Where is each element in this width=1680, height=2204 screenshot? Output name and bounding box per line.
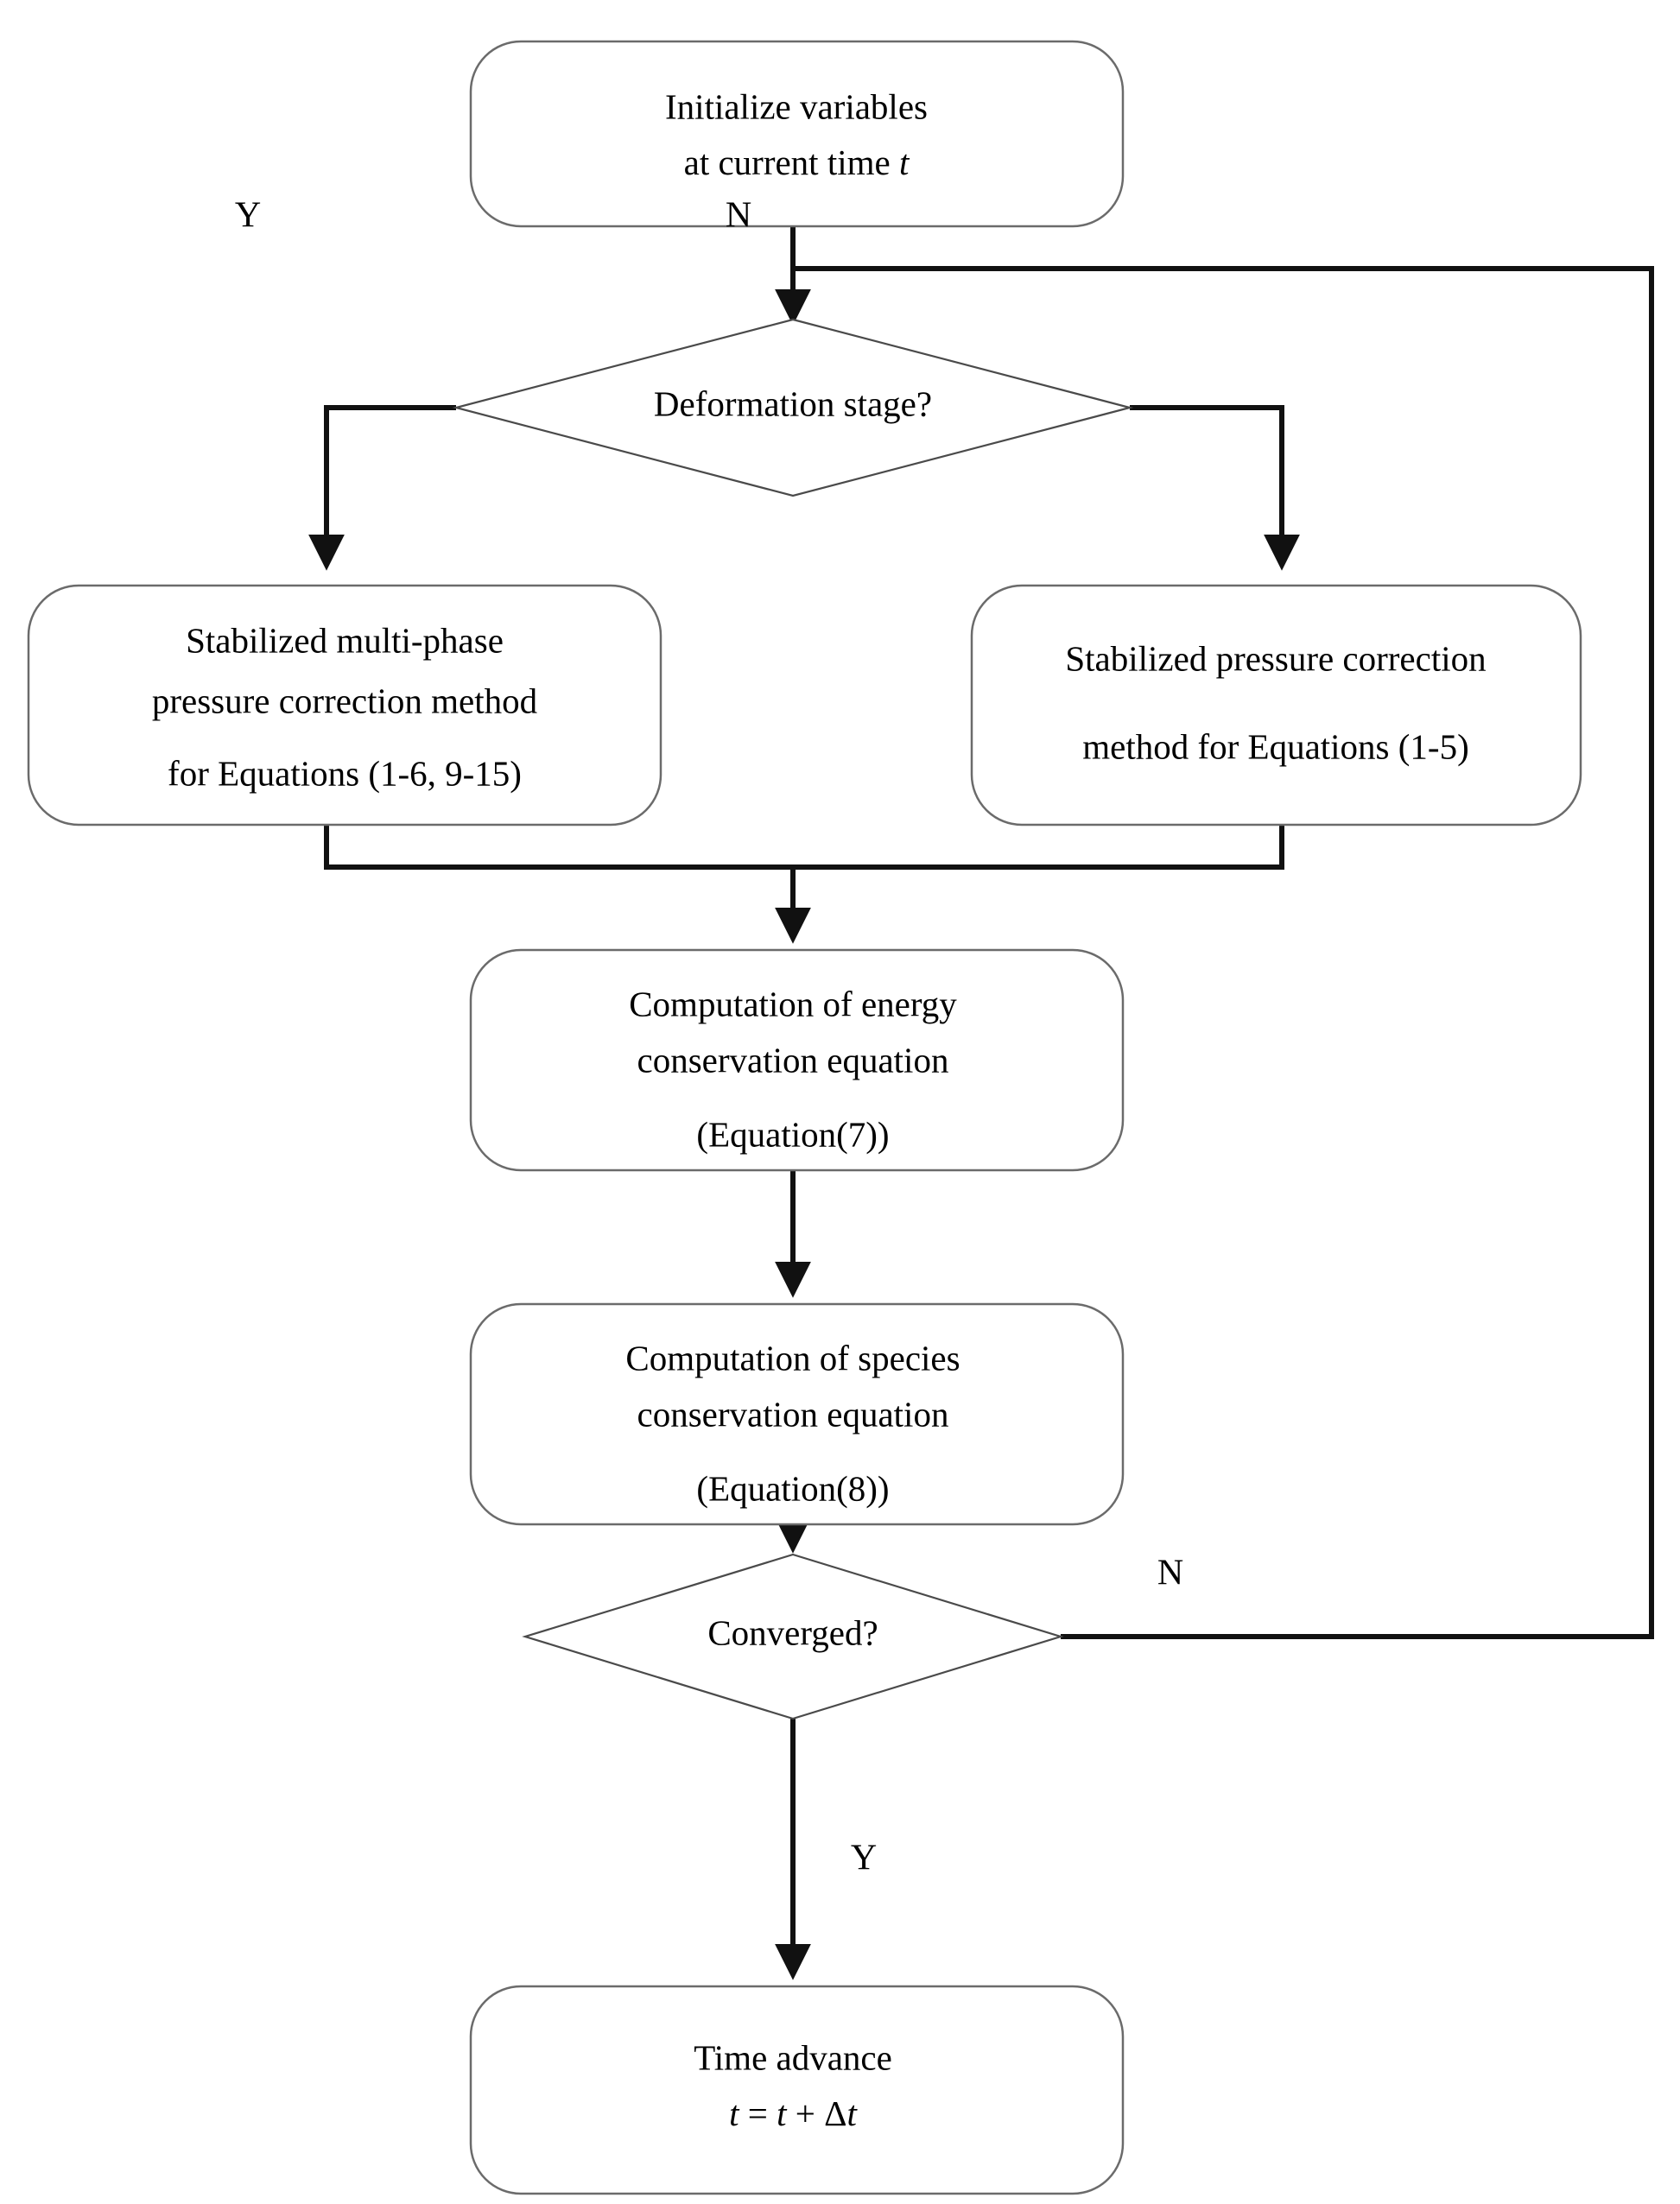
- node-multiphase-line3: for Equations (1-6, 9-15): [168, 753, 522, 793]
- node-pressure-line2: method for Equations (1-5): [1082, 726, 1468, 766]
- time-advance-delta-t: t: [847, 2093, 859, 2133]
- edge-deformation-yes: [308, 405, 456, 571]
- time-advance-plus: +: [787, 2093, 825, 2133]
- node-pressure-line1: Stabilized pressure correction: [1065, 638, 1486, 678]
- edge-feedback-loop: [793, 266, 1654, 1637]
- node-initialize-line1: Initialize variables: [665, 86, 928, 126]
- node-species-line2: conservation equation: [637, 1394, 949, 1434]
- node-species-line1: Computation of species: [625, 1338, 960, 1378]
- time-advance-equals: =: [739, 2093, 777, 2133]
- node-converged-decision-label: Converged?: [707, 1612, 878, 1652]
- node-multiphase-line2: pressure correction method: [152, 681, 537, 720]
- node-time-advance-equation: t = t + Δt: [729, 2093, 858, 2133]
- node-deformation-decision-shape: [452, 318, 1134, 497]
- node-energy-line1: Computation of energy: [629, 984, 957, 1023]
- initialize-line2-prefix: at current time: [684, 142, 899, 182]
- time-advance-t-left: t: [729, 2093, 740, 2133]
- node-initialize-line2: at current time t: [684, 142, 910, 182]
- initialize-time-variable: t: [899, 142, 910, 182]
- node-species-shape: [469, 1302, 1125, 1526]
- edge-label-converged-no: N: [1157, 1554, 1183, 1593]
- node-pressure-shape: [970, 584, 1582, 826]
- node-energy-line3: (Equation(7)): [696, 1114, 889, 1154]
- node-initialize-shape: [469, 40, 1125, 228]
- node-energy-shape: [469, 948, 1125, 1172]
- edge-label-deformation-yes: Y: [235, 196, 261, 236]
- edge-label-converged-yes: Y: [851, 1839, 877, 1878]
- node-deformation-decision-label: Deformation stage?: [654, 383, 932, 423]
- edge-deformation-no: [1130, 405, 1300, 571]
- time-advance-delta-symbol: Δ: [824, 2093, 846, 2133]
- edge-label-deformation-no: N: [726, 196, 751, 236]
- node-converged-decision-shape: [522, 1553, 1064, 1720]
- node-time-advance-line1: Time advance: [694, 2037, 892, 2077]
- time-advance-t-right: t: [777, 2093, 788, 2133]
- node-multiphase-line1: Stabilized multi-phase: [186, 620, 504, 660]
- node-multiphase-shape: [27, 584, 662, 826]
- node-time-advance-shape: [469, 1985, 1125, 2195]
- node-energy-line2: conservation equation: [637, 1040, 949, 1080]
- node-species-line3: (Equation(8)): [696, 1468, 889, 1508]
